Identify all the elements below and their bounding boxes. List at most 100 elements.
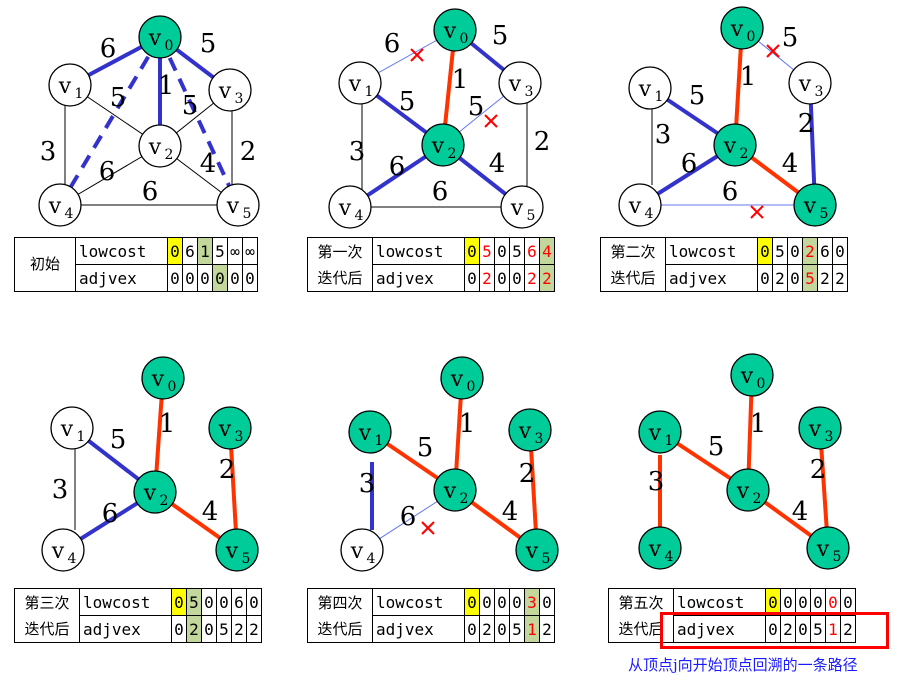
adjvex-cell: 0 — [509, 264, 525, 292]
vertex-label-v1: v — [58, 74, 72, 99]
vertex-subscript-v2: 2 — [753, 491, 762, 507]
vertex-label-v0: v — [450, 367, 464, 392]
lowcost-cell: 0 — [494, 588, 510, 616]
vertex-subscript-v1: 1 — [365, 84, 374, 100]
vertex-subscript-v0: 0 — [460, 31, 469, 47]
adjvex-cell: 0 — [464, 264, 480, 292]
removed-mark — [750, 205, 764, 219]
adjvex-cell: 0 — [212, 264, 228, 292]
adjvex-cell: 2 — [832, 264, 848, 292]
lowcost-cell: 6 — [231, 588, 247, 616]
vertex-label-v4: v — [338, 196, 352, 221]
edge-weight: 6 — [384, 29, 401, 59]
vertex-label-v0: v — [730, 17, 744, 42]
lowcost-cell: 0 — [509, 588, 525, 616]
lowcost-row-label: lowcost — [79, 588, 172, 616]
edge-weight: 4 — [200, 149, 217, 179]
vertex-subscript-v0: 0 — [165, 38, 174, 54]
vertex-node-v3 — [788, 61, 832, 105]
vertex-node-v5 — [215, 528, 259, 572]
vertex-node-v2 — [713, 123, 757, 167]
edge-weight: 2 — [810, 455, 827, 485]
lowcost-cell: 0 — [494, 237, 510, 265]
vertex-subscript-v0: 0 — [467, 379, 476, 395]
edge-weight: 2 — [534, 127, 551, 157]
iteration-label: 第一次迭代后 — [307, 237, 373, 292]
edge-weight: 2 — [219, 455, 236, 485]
vertex-label-v5: v — [525, 539, 539, 564]
adjvex-cell: 0 — [757, 264, 773, 292]
lowcost-cell: 6 — [524, 237, 540, 265]
adjvex-row-label: adjvex — [75, 264, 168, 292]
edge-weight: 5 — [417, 433, 434, 463]
vertex-node-v5 — [515, 528, 559, 572]
adjvex-cell: 0 — [795, 615, 811, 643]
adjvex-row-label: adjvex — [372, 264, 465, 292]
edge-weight: 6 — [142, 177, 159, 207]
vertex-node-v4 — [618, 183, 662, 227]
adjvex-cell: 2 — [186, 615, 202, 643]
lowcost-cell: 5 — [772, 237, 788, 265]
iteration-label: 初始 — [14, 237, 76, 292]
iteration-label: 第二次迭代后 — [600, 237, 666, 292]
lowcost-cell: 0 — [167, 237, 183, 265]
vertex-label-v3: v — [218, 79, 232, 104]
vertex-subscript-v1: 1 — [77, 429, 86, 445]
vertex-label-v5: v — [803, 194, 817, 219]
vertex-subscript-v2: 2 — [740, 146, 749, 162]
vertex-subscript-v5: 5 — [542, 551, 551, 567]
vertex-node-v0 — [433, 8, 477, 52]
vertex-subscript-v5: 5 — [242, 551, 251, 567]
vertex-node-v0 — [141, 356, 185, 400]
lowcost-cell: 5 — [212, 237, 228, 265]
edge-weight: 4 — [502, 497, 519, 527]
edge-weight: 4 — [489, 149, 506, 179]
edge-weight: 3 — [349, 137, 366, 167]
vertex-label-v1: v — [348, 72, 362, 97]
edge-weight: 6 — [99, 157, 116, 187]
adjvex-cell: 0 — [182, 264, 198, 292]
edge-weight: 3 — [655, 120, 672, 150]
vertex-node-v0 — [440, 356, 484, 400]
adjvex-cell: 0 — [787, 264, 803, 292]
vertex-subscript-v2: 2 — [165, 147, 174, 163]
vertex-subscript-v3: 3 — [235, 429, 244, 445]
adjvex-cell: 0 — [227, 264, 243, 292]
vertex-node-v1 — [628, 66, 672, 110]
edge-weight: 5 — [110, 83, 127, 113]
vertex-label-v4: v — [648, 537, 662, 562]
vertex-node-v2 — [133, 470, 177, 514]
edge-weight: 1 — [740, 62, 757, 92]
lowcost-cell: 0 — [246, 588, 262, 616]
edge-weight: 5 — [182, 91, 199, 121]
adjvex-cell: 5 — [216, 615, 232, 643]
vertex-label-v1: v — [638, 77, 652, 102]
vertex-subscript-v5: 5 — [527, 208, 536, 224]
edge-weight: 6 — [722, 177, 739, 207]
lowcost-cell: 5 — [479, 237, 495, 265]
edge-weight: 4 — [202, 497, 219, 527]
lowcost-cell: 0 — [787, 237, 803, 265]
iteration-label: 第五次迭代后 — [608, 588, 674, 643]
vertex-subscript-v5: 5 — [820, 206, 829, 222]
adjvex-cell: 0 — [197, 264, 213, 292]
vertex-node-v1 — [50, 406, 94, 450]
adjvex-cell: 0 — [171, 615, 187, 643]
iteration-label: 第三次迭代后 — [14, 588, 80, 643]
adjvex-cell: 2 — [840, 615, 856, 643]
vertex-subscript-v0: 0 — [747, 29, 756, 45]
edge-weight: 5 — [399, 87, 416, 117]
vertex-subscript-v1: 1 — [665, 433, 674, 449]
adjvex-cell: 2 — [524, 264, 540, 292]
vertex-subscript-v3: 3 — [525, 84, 534, 100]
vertex-subscript-v4: 4 — [65, 206, 74, 222]
iteration-label: 第四次迭代后 — [307, 588, 373, 643]
vertex-label-v4: v — [350, 539, 364, 564]
lowcost-cell: 6 — [182, 237, 198, 265]
vertex-label-v5: v — [510, 196, 524, 221]
lowcost-row-label: lowcost — [372, 588, 465, 616]
